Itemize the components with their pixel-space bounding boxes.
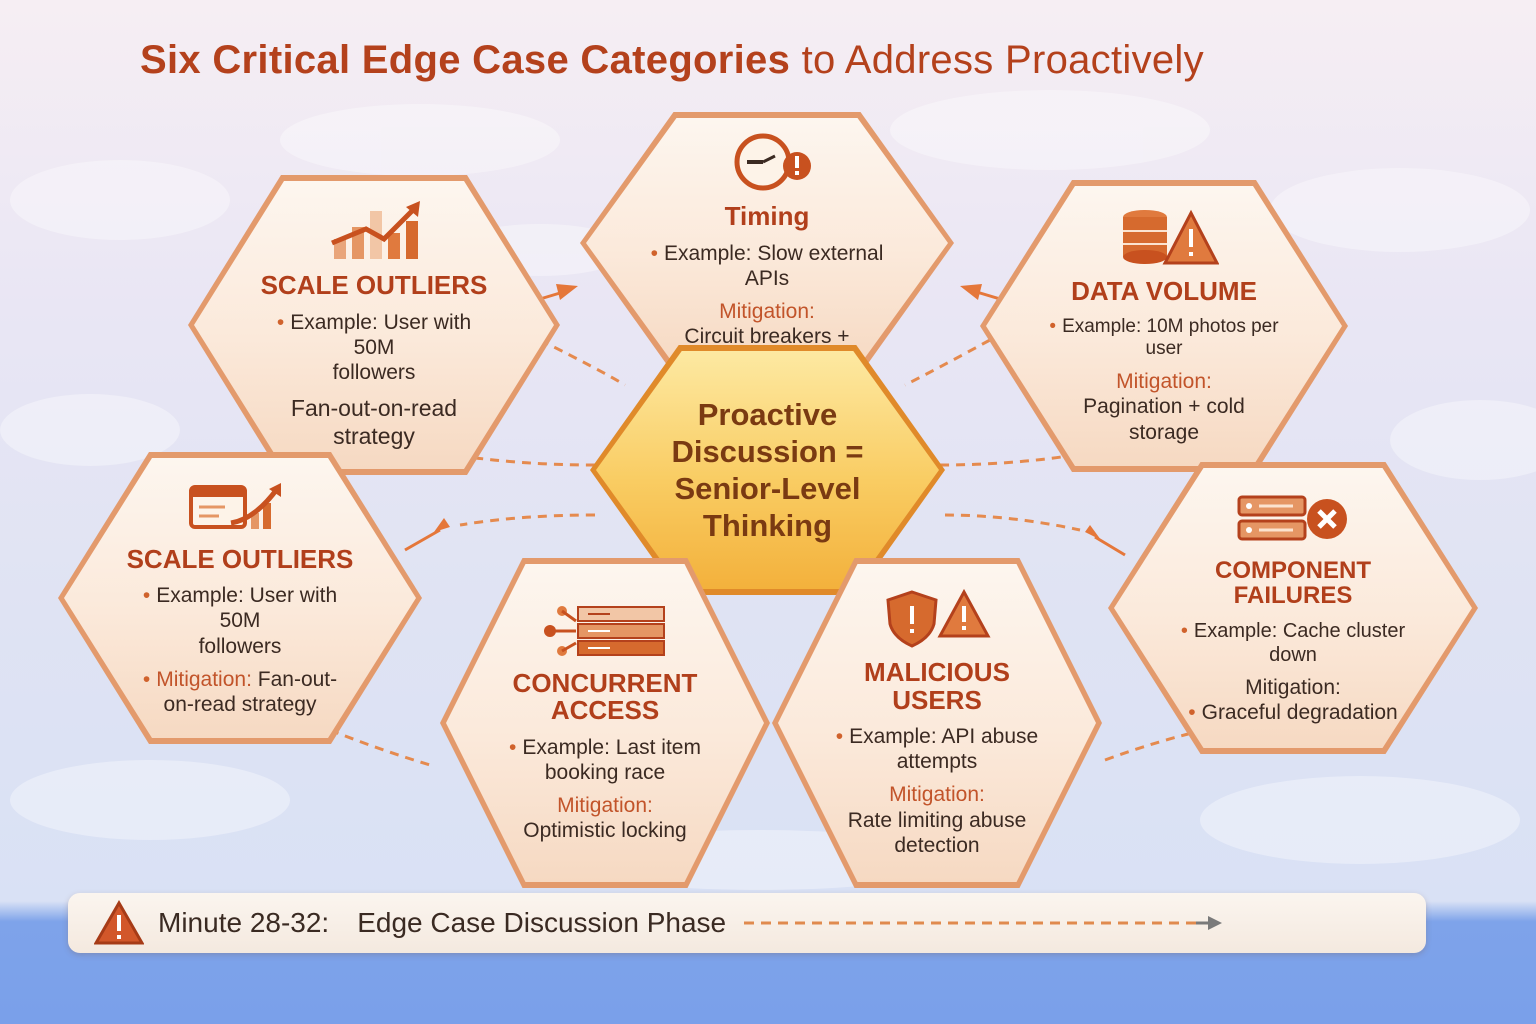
shield-warning-icon <box>882 588 992 653</box>
mitigation-label: Mitigation: <box>557 794 653 818</box>
category-title: CONCURRENT ACCESS <box>512 667 698 726</box>
center-hexagon: Proactive Discussion = Senior-Level Thin… <box>590 345 945 595</box>
card-data-volume: DATA VOLUME •Example: 10M photos per use… <box>980 180 1348 472</box>
title-light: to Address Proactively <box>801 38 1204 82</box>
center-text: Proactive Discussion = Senior-Level Thin… <box>671 396 864 544</box>
example-text: •Example: Last item booking race <box>509 735 701 784</box>
server-error-icon <box>1233 491 1353 552</box>
example-text: •Example: API abuse attempts <box>835 725 1039 774</box>
mitigation-label: Mitigation: <box>889 783 985 807</box>
example-text: •Example: User with 50M followers <box>142 584 338 658</box>
phase-banner: Minute 28-32: Edge Case Discussion Phase <box>68 893 1426 953</box>
category-title: SCALE OUTLIERS <box>260 270 488 301</box>
mitigation-text: •Graceful degradation <box>1188 700 1398 724</box>
card-malicious-users: MALICIOUS USERS •Example: API abuse atte… <box>772 558 1102 888</box>
example-text: •Example: User with 50M followers <box>276 310 472 385</box>
example-text: •Example: 10M photos per user <box>1049 315 1279 360</box>
category-title: SCALE OUTLIERS <box>126 543 354 574</box>
banner-minute: Minute 28-32: <box>158 907 330 938</box>
category-title: DATA VOLUME <box>1071 276 1257 307</box>
mitigation-text: Rate limiting abuse detection <box>847 808 1027 857</box>
card-scale-outliers-top: SCALE OUTLIERS •Example: User with 50M f… <box>188 175 560 475</box>
clock-alert-icon <box>717 128 817 197</box>
category-title: COMPONENT FAILURES <box>1215 556 1371 610</box>
mitigation-text: Optimistic locking <box>523 819 687 843</box>
database-warning-icon <box>1109 207 1220 272</box>
dashed-arrow-icon <box>744 916 1223 930</box>
mitigation-text: Pagination + cold storage <box>1083 395 1245 444</box>
mitigation-text: Fan-out-on-read strategy <box>290 395 458 450</box>
mitigation-label: Mitigation: <box>719 299 815 323</box>
banner-phase: Edge Case Discussion Phase <box>357 907 727 938</box>
title-strong: Six Critical Edge Case Categories <box>140 38 791 82</box>
category-title: MALICIOUS USERS <box>864 656 1010 715</box>
page-title: Six Critical Edge Case Categories to Add… <box>140 38 1204 83</box>
category-title: Timing <box>724 201 810 231</box>
mitigation-text: •Mitigation: Fan-out- on-read strategy <box>142 667 338 717</box>
calendar-growth-icon <box>185 479 295 540</box>
card-concurrent-access: CONCURRENT ACCESS •Example: Last item bo… <box>440 558 770 888</box>
warning-triangle-icon <box>94 900 144 946</box>
example-text: •Example: Slow external APIs <box>650 241 884 290</box>
concurrent-storage-icon <box>540 603 670 664</box>
banner-text: Minute 28-32: Edge Case Discussion Phase <box>158 907 726 939</box>
mitigation-label: Mitigation: <box>1116 370 1212 394</box>
bar-chart-trend-icon <box>324 199 424 266</box>
mitigation-label: Mitigation: <box>1245 675 1341 699</box>
example-text: •Example: Cache cluster down <box>1180 619 1406 666</box>
